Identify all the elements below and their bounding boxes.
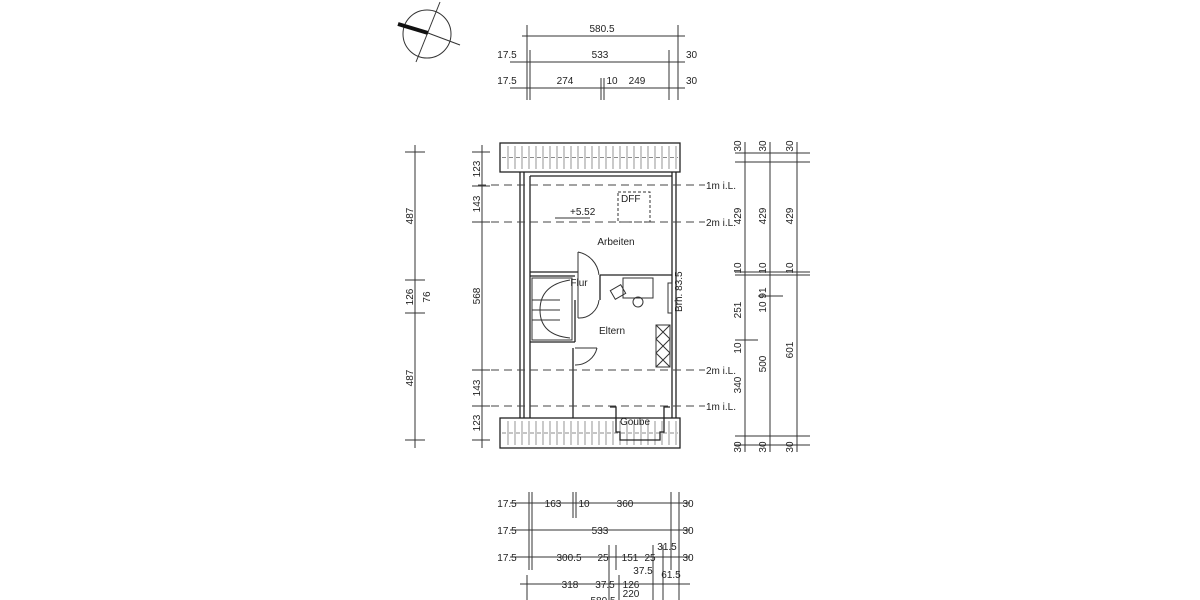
- dim-label: 37.5: [595, 580, 615, 591]
- dim-label: 17.5: [497, 50, 517, 61]
- dim-label: 17.5: [497, 526, 517, 537]
- dim-label: 25: [644, 553, 656, 564]
- dim-label: 31.5: [657, 542, 677, 553]
- dim-label: 30: [686, 50, 698, 61]
- dim-label: 17.5: [497, 499, 517, 510]
- dim-label: 300.5: [556, 553, 581, 564]
- dim-label: 533: [592, 50, 609, 61]
- dim-label: 318: [562, 580, 579, 591]
- window-note: Brh. 83.5: [674, 271, 685, 312]
- dim-label: 17.5: [497, 76, 517, 87]
- dim-label: 37.5: [633, 566, 653, 577]
- dim-label: 30: [758, 441, 769, 453]
- dim-label: 580.5: [589, 24, 614, 35]
- staircase: [531, 277, 573, 341]
- dim-label: 10: [785, 262, 796, 274]
- room-label-arbeiten: Arbeiten: [597, 237, 634, 248]
- dim-label: 151: [622, 553, 639, 564]
- dim-label: 30: [682, 553, 694, 564]
- dim-label: 30: [686, 76, 698, 87]
- dim-label: 30: [682, 526, 694, 537]
- dim-label: 429: [758, 207, 769, 224]
- dim-label: 123: [472, 414, 483, 431]
- room-label-flur: Flur: [570, 278, 588, 289]
- dim-label: 30: [758, 140, 769, 152]
- dim-label: 601: [785, 341, 796, 358]
- dim-label: 17.5: [497, 553, 517, 564]
- dim-label: 30: [785, 140, 796, 152]
- height-line-label: 1m i.L.: [706, 181, 736, 192]
- dim-label: 143: [472, 379, 483, 396]
- left-dimensions: 487 126 76 487 123 143 568 143 123: [405, 145, 490, 448]
- dim-label: 360: [617, 499, 634, 510]
- dim-label: 251: [733, 301, 744, 318]
- dim-label: 30: [682, 499, 694, 510]
- dim-label: 76: [422, 291, 433, 303]
- dim-label: 340: [733, 376, 744, 393]
- dim-label: 126: [623, 580, 640, 591]
- dim-label: 568: [472, 287, 483, 304]
- dim-label: 30: [733, 140, 744, 152]
- dim-label: 10: [733, 342, 744, 354]
- height-line-label: 2m i.L.: [706, 366, 736, 377]
- dim-label: 533: [592, 526, 609, 537]
- dim-label: 126: [405, 288, 416, 305]
- dim-label: 163: [545, 499, 562, 510]
- dim-label: 30: [785, 441, 796, 453]
- dim-label: 249: [629, 76, 646, 87]
- dim-label: 10: [758, 262, 769, 274]
- height-lines: 1m i.L. 2m i.L. 2m i.L. 1m i.L.: [478, 181, 736, 413]
- gaube-dormer: [610, 406, 670, 441]
- dim-label: 143: [472, 195, 483, 212]
- label-dff: DFF: [621, 194, 640, 205]
- height-mark: +5.52: [570, 207, 596, 218]
- height-line-label: 1m i.L.: [706, 402, 736, 413]
- room-label-eltern: Eltern: [599, 326, 625, 337]
- dim-label: 274: [557, 76, 574, 87]
- dim-label: 10: [578, 499, 590, 510]
- right-dimensions: 30 429 10 251 10 340 30 30 429 10 91 10 500 30 30 429 10…: [733, 140, 810, 453]
- room-label-gaube: Goube: [620, 417, 650, 428]
- dim-label: 500: [758, 355, 769, 372]
- north-arrow-icon: [397, 1, 461, 63]
- dim-label: 429: [733, 207, 744, 224]
- dim-label: 10: [606, 76, 618, 87]
- dim-label: 580.5: [590, 596, 615, 600]
- furniture: [609, 277, 673, 368]
- dim-label: 123: [472, 160, 483, 177]
- dim-label: 61.5: [661, 570, 681, 581]
- dim-label: 487: [405, 369, 416, 386]
- eave-bottom: [499, 417, 681, 449]
- dim-label: 10: [758, 301, 769, 313]
- height-line-label: 2m i.L.: [706, 218, 736, 229]
- dim-label: 91: [758, 287, 769, 299]
- dim-label: 10: [733, 262, 744, 274]
- dim-label: 220: [623, 589, 640, 600]
- dim-label: 429: [785, 207, 796, 224]
- dim-label: 30: [733, 441, 744, 453]
- top-dimensions: 580.5 17.5 533 30 17.5 274 10 249 30: [497, 24, 698, 100]
- eave-top: [499, 142, 681, 173]
- dim-label: 487: [405, 207, 416, 224]
- dim-label: 25: [597, 553, 609, 564]
